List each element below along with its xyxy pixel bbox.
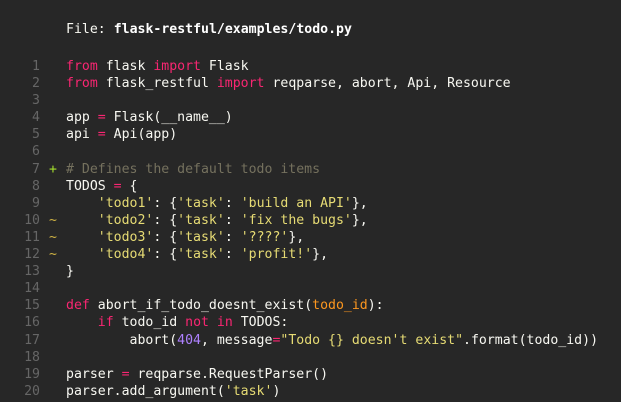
code-line: 1 from flask import Flask [0,58,621,75]
code-text: TODOS = { [66,178,138,194]
code-line: 12 ~ 'todo4': {'task': 'profit!'}, [0,246,621,263]
code-text: app = Flask(__name__) [66,110,233,126]
code-line: 2 from flask_restful import reqparse, abo… [0,75,621,92]
git-modified-marker: ~ [49,229,57,245]
code-text: from flask import Flask [66,59,249,74]
change-marker [40,263,66,280]
line-number: 16 [24,315,40,331]
line-number: 4 [32,110,40,126]
code-text: 'todo2': {'task': 'fix the bugs'}, [97,212,368,228]
change-marker [40,75,66,92]
code-text: 'todo3': {'task': '????'}, [97,229,305,245]
line-number: 9 [32,195,40,211]
line-number: 12 [24,247,40,263]
code-text: 'todo1': {'task': 'build an API'}, [97,195,368,211]
change-marker [40,314,66,331]
line-number: 6 [32,144,40,160]
code-line: 10 ~ 'todo2': {'task': 'fix the bugs'}, [0,212,621,229]
line-number: 18 [24,349,40,365]
file-header: File: flask-restful/examples/todo.py [66,21,621,38]
line-number: 5 [32,127,40,143]
code-line: 6 [0,143,621,160]
change-marker [40,297,66,314]
change-marker [40,109,66,126]
file-path: flask-restful/examples/todo.py [113,22,352,37]
line-number: 19 [24,366,40,382]
change-marker [40,383,66,400]
code-line: 14 [0,280,621,297]
change-marker [40,349,66,366]
code-text: def abort_if_todo_doesnt_exist(todo_id): [66,298,384,314]
code-line: 3 [0,92,621,109]
code-line: 15 def abort_if_todo_doesnt_exist(todo_id… [0,297,621,314]
line-number: 1 [32,59,40,74]
code-text: abort(404, message="Todo {} doesn't exis… [66,332,599,348]
code-text: api = Api(app) [66,127,178,143]
code-line: 4 app = Flask(__name__) [0,109,621,126]
change-marker [40,195,66,212]
code-text: from flask_restful import reqparse, abor… [66,76,511,92]
code-line: 11 ~ 'todo3': {'task': '????'}, [0,229,621,246]
code-line: 5 api = Api(app) [0,126,621,143]
change-marker [40,366,66,383]
code-line: 18 [0,349,621,366]
code-text: if todo_id not in TODOS: [97,315,289,331]
line-number: 17 [24,332,40,348]
file-label: File: [66,22,106,37]
code-text: parser = reqparse.RequestParser() [66,366,329,382]
code-line: 9 'todo1': {'task': 'build an API'}, [0,195,621,212]
git-modified-marker: ~ [49,247,57,263]
code-text: parser.add_argument('task') [66,383,281,399]
code-text: } [66,264,74,280]
change-marker [40,58,66,75]
code-lines: 1 from flask import Flask 2 from flask_rest… [0,58,621,400]
change-marker [40,332,66,349]
change-marker [40,280,66,297]
line-number: 10 [24,212,40,228]
line-number: 3 [32,93,40,109]
line-number: 7 [32,161,40,177]
code-line: 17 abort(404, message="Todo {} doesn't e… [0,332,621,349]
change-marker [40,143,66,160]
change-marker [40,126,66,143]
code-text: 'todo4': {'task': 'profit!'}, [97,247,329,263]
code-line: 8 TODOS = { [0,178,621,195]
line-number: 11 [24,229,40,245]
line-number: 2 [32,76,40,92]
line-number: 13 [24,264,40,280]
change-marker [40,92,66,109]
code-line: 19 parser = reqparse.RequestParser() [0,366,621,383]
git-added-marker: + [49,161,57,177]
line-number: 14 [24,281,40,297]
line-number: 20 [24,383,40,399]
code-line: 16 if todo_id not in TODOS: [0,314,621,331]
line-number: 15 [24,298,40,314]
line-number: 8 [32,178,40,194]
code-text: # Defines the default todo items [66,161,321,177]
change-marker [40,178,66,195]
code-line: 7 + # Defines the default todo items [0,161,621,178]
code-line: 13} [0,263,621,280]
git-modified-marker: ~ [49,212,57,228]
code-line: 20 parser.add_argument('task') [0,383,621,400]
